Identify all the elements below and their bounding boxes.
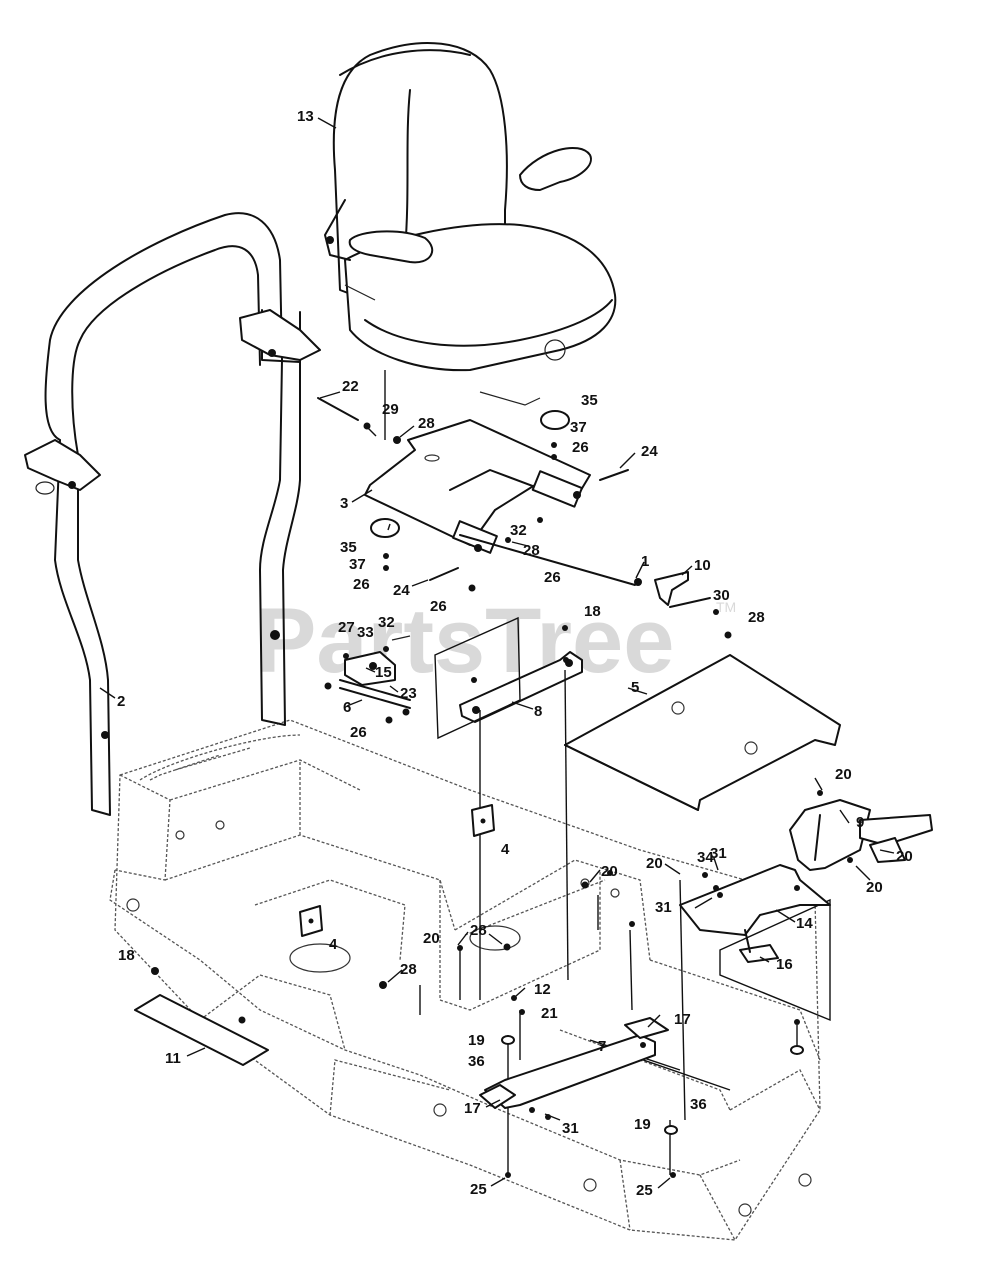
callout-26-pan: 26 — [544, 569, 561, 586]
callout-26-bracket: 26 — [350, 724, 367, 741]
callout-2: 2 — [117, 693, 125, 710]
watermark-trademark: TM — [716, 599, 736, 615]
callout-31-left: 31 — [655, 899, 672, 916]
callout-24-lower: 24 — [393, 582, 410, 599]
chassis-frame — [109, 719, 821, 1241]
callout-leaders — [99, 117, 895, 1189]
callout-5: 5 — [631, 679, 639, 696]
floor-plate — [564, 654, 841, 811]
callout-26-top: 26 — [572, 439, 589, 456]
callout-20-cover-top: 20 — [835, 766, 852, 783]
callout-30: 30 — [713, 587, 730, 604]
callout-37-top: 37 — [570, 419, 587, 436]
callout-23: 23 — [400, 685, 417, 702]
callout-28-mid: 28 — [470, 922, 487, 939]
callout-32-pan: 32 — [510, 522, 527, 539]
callout-35-top: 35 — [581, 392, 598, 409]
callout-18-top: 18 — [584, 603, 601, 620]
callout-8: 8 — [534, 703, 542, 720]
seat — [324, 42, 617, 406]
callout-36-left: 36 — [468, 1053, 485, 1070]
callout-25-left: 25 — [470, 1181, 487, 1198]
callout-20-bracket: 20 — [646, 855, 663, 872]
callout-20-mid: 20 — [423, 930, 440, 947]
callout-3: 3 — [340, 495, 348, 512]
callout-9: 9 — [856, 814, 864, 831]
callout-17-left: 17 — [464, 1100, 481, 1117]
bracket-assembly — [324, 635, 411, 724]
callout-28-left: 28 — [400, 961, 417, 978]
callout-24-top: 24 — [641, 443, 658, 460]
callout-7: 7 — [598, 1038, 606, 1055]
callout-19-left: 19 — [468, 1032, 485, 1049]
callout-6: 6 — [343, 699, 351, 716]
callout-28-latch: 28 — [748, 609, 765, 626]
callout-20-cover-bottom: 20 — [866, 879, 883, 896]
callout-36-right: 36 — [690, 1096, 707, 1113]
roll-bar — [24, 212, 321, 816]
callout-28-pan-lower: 28 — [523, 542, 540, 559]
callout-11: 11 — [165, 1050, 181, 1067]
callout-10: 10 — [694, 557, 711, 574]
mounting-brackets — [299, 804, 495, 937]
callout-31-top: 31 — [710, 845, 727, 862]
callout-34: 34 — [697, 849, 714, 866]
callout-26-mid: 26 — [430, 598, 447, 615]
callout-35-lower: 35 — [340, 539, 357, 556]
callout-14: 14 — [796, 915, 813, 932]
side-cover — [679, 790, 933, 963]
callout-22: 22 — [342, 378, 359, 395]
hardware-items — [379, 657, 804, 1178]
seat-pan — [364, 419, 591, 554]
callout-15: 15 — [375, 664, 392, 681]
callout-16: 16 — [776, 956, 793, 973]
callout-18-left: 18 — [118, 947, 135, 964]
hinge-bar — [459, 625, 583, 723]
callout-17-right: 17 — [674, 1011, 691, 1028]
callout-29: 29 — [382, 401, 399, 418]
plate-11 — [134, 967, 269, 1066]
callout-32-bracket: 32 — [378, 614, 395, 631]
callout-28-pan: 28 — [418, 415, 435, 432]
callout-33: 33 — [357, 624, 374, 641]
slide-rail-hardware — [317, 397, 642, 592]
callout-27: 27 — [338, 619, 355, 636]
callout-4-left: 4 — [329, 936, 338, 953]
callout-1: 1 — [641, 553, 649, 570]
callout-20-cover-right: 20 — [896, 848, 913, 865]
seat-latch — [654, 571, 732, 639]
support-rail — [479, 1017, 669, 1109]
callout-31-bottom: 31 — [562, 1120, 579, 1137]
callout-13: 13 — [297, 108, 314, 125]
callout-21: 21 — [541, 1005, 558, 1022]
callout-25-right: 25 — [636, 1182, 653, 1199]
callout-19-right: 19 — [634, 1116, 651, 1133]
callout-20-frame: 20 — [601, 863, 618, 880]
callout-12: 12 — [534, 981, 551, 998]
callout-26-lower: 26 — [353, 576, 370, 593]
callout-labels: 13 2 3 1 10 30 28 18 5 8 6 15 23 27 33 3… — [117, 108, 913, 1199]
callout-37-lower: 37 — [349, 556, 366, 573]
callout-4-right: 4 — [501, 841, 510, 858]
